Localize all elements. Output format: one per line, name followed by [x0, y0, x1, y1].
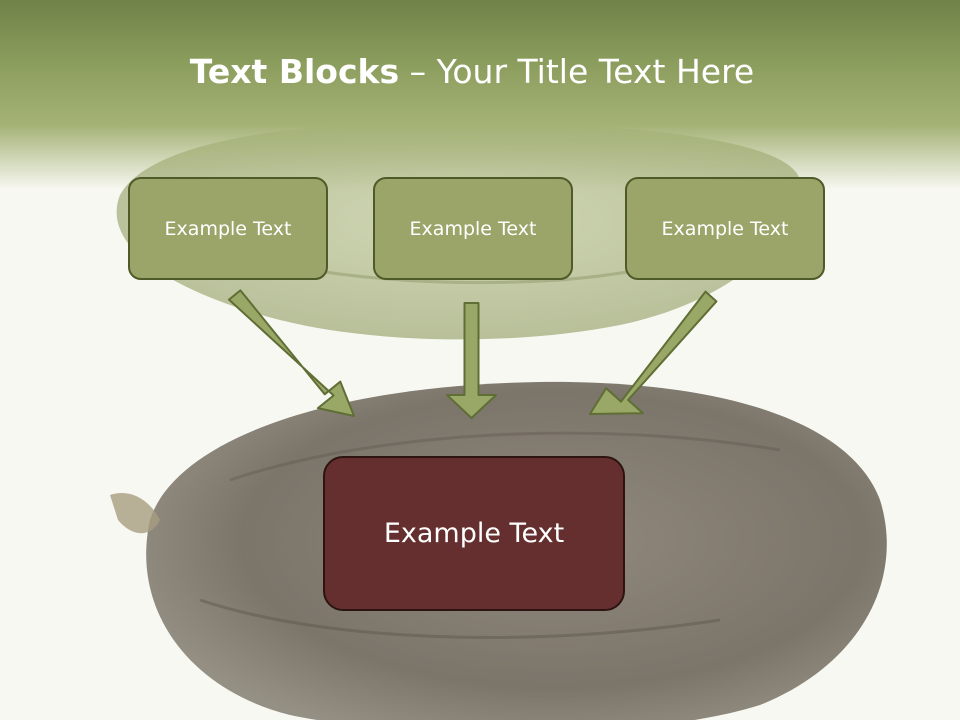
text-block-1-label: Example Text	[164, 217, 292, 240]
text-block-3: Example Text	[625, 177, 825, 280]
main-text-block-label: Example Text	[383, 518, 565, 549]
text-block-3-label: Example Text	[661, 217, 789, 240]
arrow-center	[446, 302, 497, 419]
main-text-block: Example Text	[323, 456, 625, 611]
text-block-2: Example Text	[373, 177, 573, 280]
text-block-2-label: Example Text	[409, 217, 537, 240]
arrow-left	[228, 289, 355, 417]
header-band	[0, 0, 960, 190]
title-bold: Text Blocks	[189, 52, 400, 91]
text-block-1: Example Text	[128, 177, 328, 280]
slide-title: Text Blocks – Your Title Text Here	[0, 52, 944, 91]
arrow-right	[589, 290, 718, 415]
title-rest: – Your Title Text Here	[399, 52, 755, 91]
